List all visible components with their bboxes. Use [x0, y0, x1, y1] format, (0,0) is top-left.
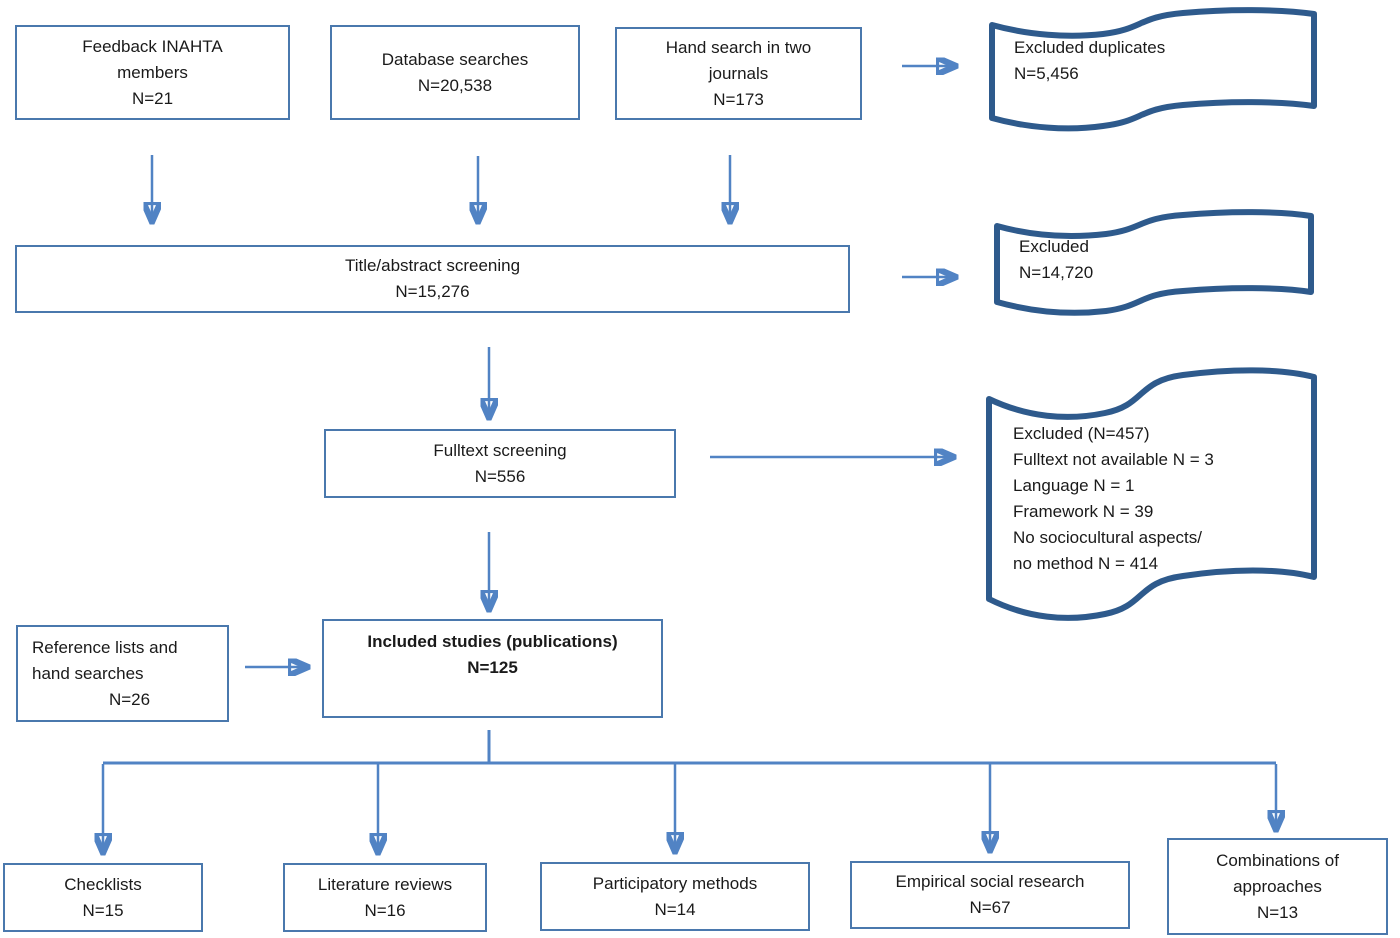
- box-literature-reviews: Literature reviews N=16: [283, 863, 487, 932]
- note-line: Excluded: [1019, 237, 1089, 256]
- box-count: N=21: [131, 88, 174, 108]
- box-label: approaches: [1233, 876, 1322, 896]
- box-combinations-of-approaches: Combinations of approaches N=13: [1167, 838, 1388, 935]
- note-line: no method N = 414: [1013, 554, 1159, 573]
- box-count: N=13: [1256, 902, 1299, 922]
- note-line: Framework N = 39: [1013, 502, 1154, 521]
- box-label: Database searches: [381, 49, 529, 69]
- box-label: Hand search in two: [665, 37, 812, 57]
- box-label: Reference lists and: [32, 637, 178, 657]
- note-line: Excluded duplicates: [1014, 38, 1166, 57]
- box-checklists: Checklists N=15: [3, 863, 203, 932]
- box-label: Feedback INAHTA: [82, 36, 223, 56]
- box-label: Literature reviews: [317, 874, 453, 894]
- box-participatory-methods: Participatory methods N=14: [540, 862, 810, 931]
- box-reference-lists: Reference lists and hand searches N=26: [16, 625, 229, 722]
- box-label: hand searches: [32, 663, 144, 683]
- box-label: Participatory methods: [592, 873, 758, 893]
- box-empirical-social-research: Empirical social research N=67: [850, 861, 1130, 929]
- box-fulltext-screening: Fulltext screening N=556: [324, 429, 676, 498]
- box-label: Checklists: [64, 874, 142, 894]
- box-count: N=26: [108, 689, 151, 709]
- box-count: N=15: [82, 900, 124, 920]
- box-label: Combinations of: [1216, 850, 1339, 870]
- wave-shape: [986, 367, 1317, 621]
- note-line: Excluded (N=457): [1013, 424, 1150, 443]
- box-count: N=67: [969, 898, 1011, 917]
- box-label: members: [117, 62, 188, 82]
- excluded-fulltext-note: Excluded (N=457) Fulltext not available …: [985, 365, 1318, 630]
- box-count: N=556: [474, 466, 526, 486]
- box-feedback-inahta-members: Feedback INAHTA members N=21: [15, 25, 290, 120]
- box-included-studies: Included studies (publications) N=125: [322, 619, 663, 718]
- note-line: Language N = 1: [1013, 476, 1135, 495]
- box-label: Fulltext screening: [433, 440, 567, 460]
- wave-shape: [994, 209, 1314, 316]
- box-label: journals: [708, 63, 769, 83]
- box-count: N=125: [467, 658, 518, 677]
- box-title-abstract-screening: Title/abstract screening N=15,276: [15, 245, 850, 313]
- box-count: N=173: [713, 89, 764, 109]
- box-count: N=16: [364, 900, 406, 920]
- box-count: N=14: [654, 899, 696, 919]
- note-line: N=5,456: [1014, 64, 1079, 83]
- box-label: Title/abstract screening: [344, 256, 521, 275]
- excluded-duplicates-note: Excluded duplicates N=5,456: [988, 7, 1318, 138]
- excluded-title-abstract-note: Excluded N=14,720: [993, 209, 1315, 318]
- box-hand-search-journals: Hand search in two journals N=173: [615, 27, 862, 120]
- note-line: N=14,720: [1019, 263, 1094, 282]
- box-database-searches: Database searches N=20,538: [330, 25, 580, 120]
- box-label: Included studies (publications): [367, 632, 618, 651]
- box-count: N=20,538: [417, 75, 493, 95]
- box-count: N=15,276: [395, 282, 470, 301]
- box-label: Empirical social research: [895, 872, 1085, 891]
- note-line: No sociocultural aspects/: [1013, 528, 1202, 547]
- note-line: Fulltext not available N = 3: [1013, 450, 1214, 469]
- wave-shape: [989, 7, 1317, 132]
